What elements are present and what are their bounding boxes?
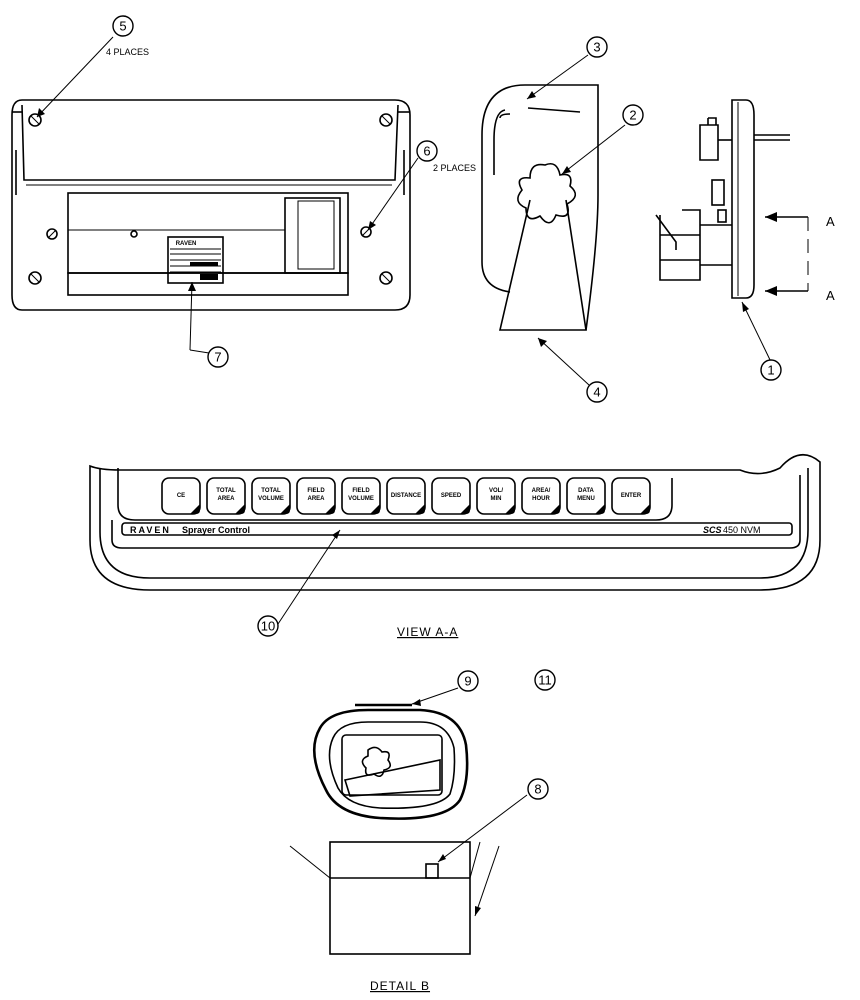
key-label: ENTER <box>621 493 642 499</box>
faceplate-key: FIELD VOLUME <box>341 477 381 515</box>
faceplate-key: DATA MENU <box>566 477 606 515</box>
callout-9: 9 <box>457 670 479 692</box>
key-label-line2: MENU <box>577 496 595 502</box>
callout-number: 4 <box>593 385 600 400</box>
callout-number: 6 <box>423 144 430 159</box>
callout-5: 5 <box>112 15 134 37</box>
caption-detail-b: DETAIL B <box>370 979 430 993</box>
key-label-line1: FIELD <box>352 488 370 494</box>
callout-number: 1 <box>767 363 774 378</box>
callout-number: 7 <box>214 350 221 365</box>
faceplate-key: AREA/HOUR <box>521 477 561 515</box>
callout-number: 8 <box>534 782 541 797</box>
faceplate-brand: RAVEN <box>130 525 171 535</box>
key-label: DISTANCE <box>391 493 421 499</box>
key-label-line1: DATA <box>578 488 594 494</box>
detail-b <box>289 703 481 955</box>
faceplate-key: VOL/MIN <box>476 477 516 515</box>
serial-label-plate: RAVEN <box>167 236 224 284</box>
section-letter-bottom: A <box>826 288 835 303</box>
callout-7: 7 <box>207 346 229 368</box>
side-view-bracket <box>481 84 599 331</box>
screw-bottom-left <box>28 271 42 285</box>
callouts: 1 2 3 4 5 6 7 8 9 10 11 <box>112 15 782 800</box>
faceplate-key: DISTANCE <box>386 477 426 515</box>
callout-number: 2 <box>629 108 636 123</box>
key-label-line2: AREA <box>307 496 325 502</box>
key-label-line1: TOTAL <box>261 488 281 494</box>
callout-number: 9 <box>464 674 471 689</box>
key-label-line2: HOUR <box>532 496 550 502</box>
faceplate-model: 450 NVM <box>723 525 761 535</box>
screw-center <box>130 230 138 238</box>
callout-number: 3 <box>593 40 600 55</box>
callout-number: 10 <box>261 619 275 634</box>
key-label-line1: VOL/ <box>489 488 503 494</box>
callout-8: 8 <box>527 778 549 800</box>
faceplate-key: TOTAL VOLUME <box>251 477 291 515</box>
screw-bottom-right <box>379 271 393 285</box>
caption-view-a-a: VIEW A-A <box>397 625 458 639</box>
faceplate-keys: CE TOTAL AREA TOTAL VOLUME FIELD AREA FIELD VOLU… <box>161 477 651 515</box>
side-knob-left <box>46 228 58 240</box>
callout-number: 11 <box>538 673 552 688</box>
label-plate-brand: RAVEN <box>176 241 197 247</box>
callout-number: 5 <box>119 19 126 34</box>
callout-4: 4 <box>586 381 608 403</box>
faceplate-key: CE <box>161 477 201 515</box>
callout-10: 10 <box>257 615 279 637</box>
callout-3: 3 <box>586 36 608 58</box>
key-label-line2: MIN <box>491 496 502 502</box>
key-label-line1: TOTAL <box>216 488 236 494</box>
key-label-line1: AREA/ <box>532 488 551 494</box>
key-label-line1: FIELD <box>307 488 325 494</box>
section-arrows: A A <box>765 212 835 303</box>
key-label-line2: AREA <box>217 496 235 502</box>
view-a-a: RAVEN Sprayer Control SCS 450 NVM CE TOTA… <box>89 454 821 591</box>
screw-top-right <box>379 113 393 127</box>
key-label: CE <box>177 493 185 499</box>
faceplate-model-prefix: SCS <box>703 525 722 535</box>
faceplate-key: FIELD AREA <box>296 477 336 515</box>
callout-11: 11 <box>534 669 556 691</box>
rear-view: RAVEN <box>11 99 411 311</box>
key-label-line2: VOLUME <box>258 496 284 502</box>
faceplate-key: TOTAL AREA <box>206 477 246 515</box>
leader-lines <box>36 36 773 917</box>
section-letter-top: A <box>826 214 835 229</box>
key-label: SPEED <box>441 493 462 499</box>
faceplate-key: ENTER <box>611 477 651 515</box>
screw-top-left <box>28 113 42 127</box>
callout-6: 6 <box>416 140 438 162</box>
note-callout-6: 2 PLACES <box>433 163 476 173</box>
note-callout-5: 4 PLACES <box>106 47 149 57</box>
callout-1: 1 <box>760 359 782 381</box>
callout-2: 2 <box>622 104 644 126</box>
key-label-line2: VOLUME <box>348 496 374 502</box>
side-profile <box>655 99 790 299</box>
faceplate-product: Sprayer Control <box>182 525 250 535</box>
faceplate-key: SPEED <box>431 477 471 515</box>
